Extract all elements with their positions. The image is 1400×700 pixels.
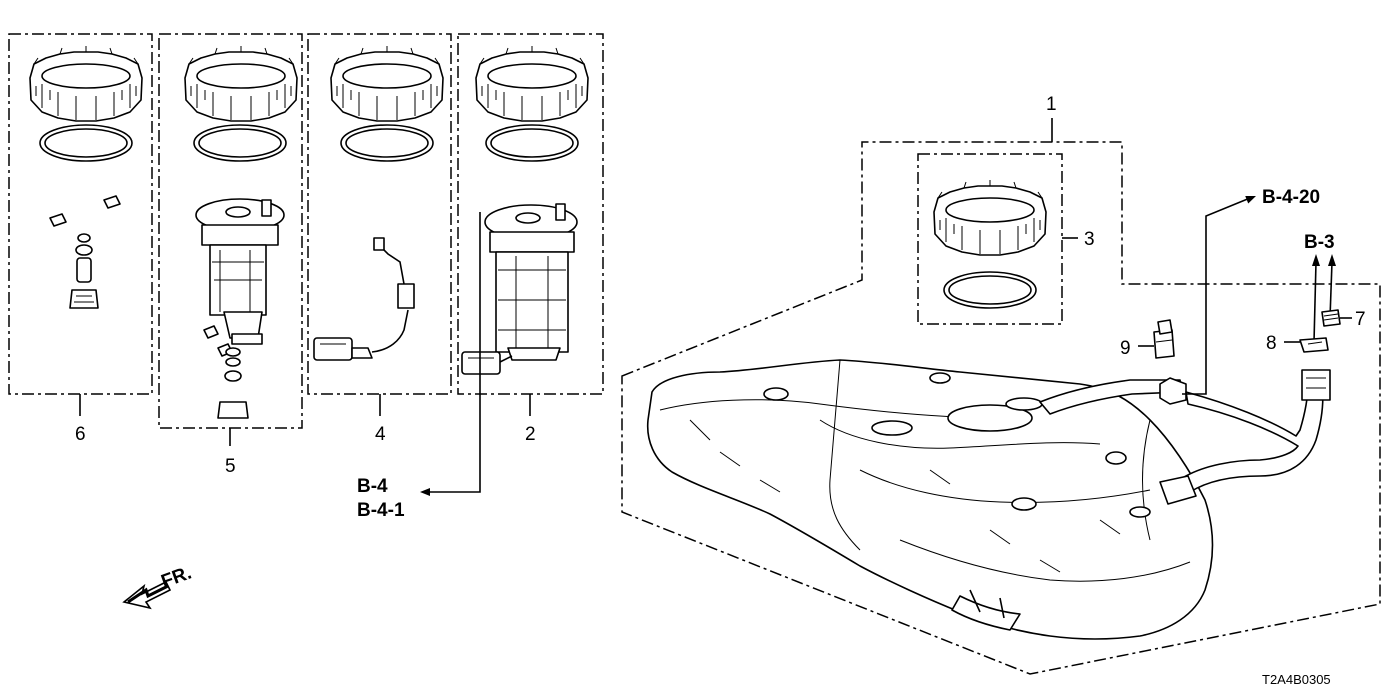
gasket-2 — [485, 124, 579, 162]
kit-6-box — [8, 33, 153, 395]
leader-b4 — [430, 212, 481, 493]
gasket-5 — [193, 124, 287, 162]
fuel-pump-module-5 — [195, 198, 285, 419]
lock-ring-4 — [330, 45, 444, 122]
callout-5: 5 — [225, 456, 236, 477]
tank-assembly-outline — [621, 141, 1381, 675]
leader-b4-20 — [1182, 197, 1251, 395]
callout-3: 3 — [1084, 229, 1095, 250]
ref-b3: B-3 — [1304, 232, 1335, 253]
lock-ring-3 — [933, 179, 1047, 256]
filter-parts-6 — [49, 195, 121, 309]
part-7-clip — [1321, 309, 1341, 327]
callout-4: 4 — [375, 424, 386, 445]
ref-b4: B-4 — [357, 476, 388, 497]
callout-8: 8 — [1266, 333, 1277, 354]
callout-2: 2 — [525, 424, 536, 445]
ref-b4-20: B-4-20 — [1262, 187, 1320, 208]
leader-b3-b — [1329, 261, 1333, 319]
kit-3-box — [917, 153, 1063, 325]
fuel-tank — [646, 359, 1331, 640]
front-label: FR. — [159, 562, 195, 592]
callout-9: 9 — [1120, 338, 1131, 359]
lock-ring-6 — [29, 45, 143, 122]
leader-b3-a — [1313, 261, 1317, 343]
part-8-cap — [1299, 337, 1329, 353]
part-9-valve — [1153, 319, 1175, 359]
lock-ring-2 — [475, 45, 589, 122]
callout-7: 7 — [1355, 309, 1366, 330]
diagram-code: T2A4B0305 — [1262, 672, 1331, 687]
lock-ring-5 — [184, 45, 298, 122]
kit-4-box — [307, 33, 452, 395]
ref-b4-1: B-4-1 — [357, 500, 405, 521]
gasket-6 — [39, 124, 133, 162]
front-direction-arrow — [122, 580, 172, 610]
gasket-3 — [943, 271, 1037, 309]
gasket-4 — [340, 124, 434, 162]
fuel-level-sender-4 — [313, 237, 415, 361]
callout-1: 1 — [1046, 94, 1057, 115]
callout-6: 6 — [75, 424, 86, 445]
fuel-pump-module-2 — [461, 203, 578, 375]
